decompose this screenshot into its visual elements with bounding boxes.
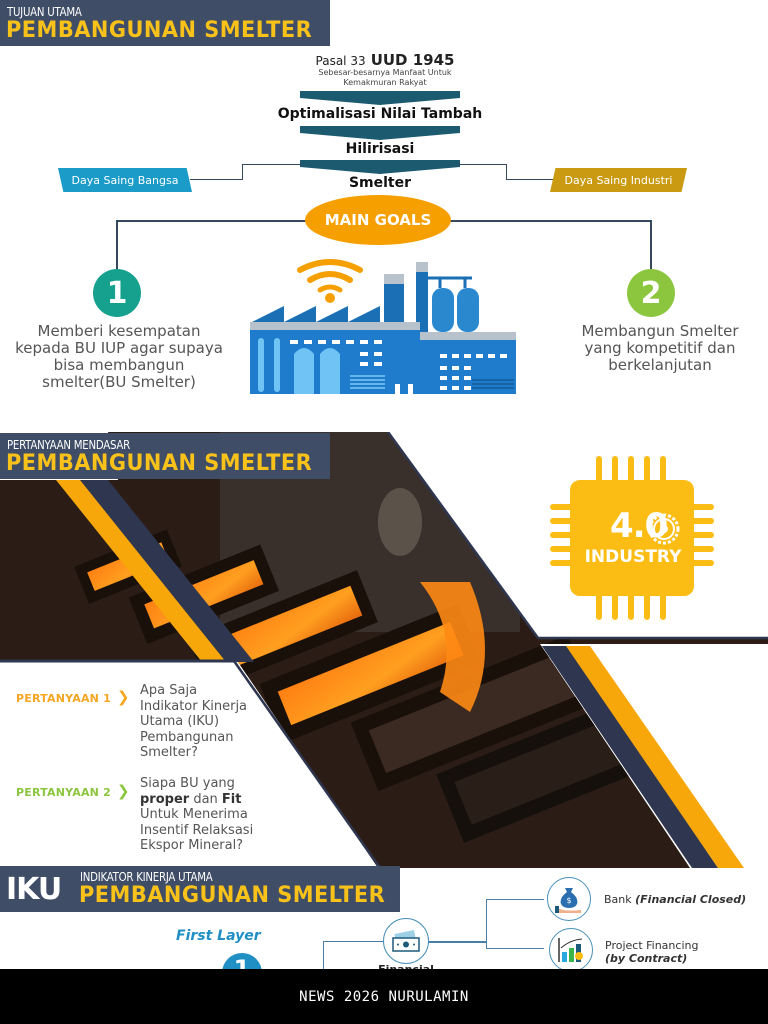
connector-right-v xyxy=(506,164,507,180)
connector-left-h2 xyxy=(242,164,302,165)
cash-icon xyxy=(392,930,420,952)
chevron-arrow-3 xyxy=(300,160,460,174)
industry-4-chip-icon: 4.0 INDUSTRY xyxy=(548,452,716,622)
project-financing-detail: (by Contract) xyxy=(605,952,688,965)
bank-node: $ xyxy=(547,877,591,921)
pasal-prefix: Pasal 33 xyxy=(315,54,366,68)
tag-daya-saing-industri: Daya Saing Industri xyxy=(550,168,687,192)
section1-header-subtitle: TUJUAN UTAMA xyxy=(7,5,82,19)
first-layer-label: First Layer xyxy=(176,928,261,944)
goal-1-text: Memberi kesempatan kepada BU IUP agar su… xyxy=(5,323,233,391)
factory-wifi-icon xyxy=(250,258,518,394)
project-financing-title: Project Financing xyxy=(605,939,699,952)
question-1-label: PERTANYAAN 1 ❯ xyxy=(16,688,130,706)
iku-prefix: IKU xyxy=(6,872,62,907)
connector-right-h1 xyxy=(458,164,506,165)
goal-2-line: berkelanjutan xyxy=(608,356,712,374)
pasal-subtitle-line1: Sebesar-besarnya Manfaat Untuk xyxy=(318,68,452,77)
question-2-label: PERTANYAAN 2 ❯ xyxy=(16,782,130,800)
main-goals-badge: MAIN GOALS xyxy=(305,195,451,245)
flow-step-hilirisasi: Hilirisasi xyxy=(345,141,415,157)
industry-label: INDUSTRY xyxy=(584,547,682,567)
section3-header-subtitle: INDIKATOR KINERJA UTAMA xyxy=(80,870,213,884)
footer-bar: NEWS 2026 NURULAMIN xyxy=(0,969,768,1024)
pasal-subtitle-line2: Kemakmuran Rakyat xyxy=(343,78,427,87)
emphasis-proper: proper xyxy=(140,791,190,807)
goals-bracket-right xyxy=(650,220,652,270)
question-1-line: Smelter? xyxy=(140,745,198,760)
pasal-subtitle: Sebesar-besarnya Manfaat Untuk Kemakmura… xyxy=(260,68,510,88)
question-1-line: Apa Saja xyxy=(140,683,198,698)
section1-header: TUJUAN UTAMA PEMBANGUNAN SMELTER xyxy=(0,0,330,46)
question-1-line: Pembangunan xyxy=(140,729,234,745)
bank-node-label: Bank (Financial Closed) xyxy=(604,893,746,906)
section1-header-title: PEMBANGUNAN SMELTER xyxy=(6,18,313,43)
tag-daya-saing-industri-label: Daya Saing Industri xyxy=(564,173,673,187)
section2-header-subtitle: PERTANYAAN MENDASAR xyxy=(7,438,130,452)
molten-metal-photo xyxy=(0,432,768,868)
question-2-line: Insentif Relaksasi xyxy=(140,822,254,838)
emphasis-fit: Fit xyxy=(221,791,242,807)
question-1-line: Utama (IKU) xyxy=(140,714,220,729)
pasal-heading: Pasal 33 UUD 1945 xyxy=(260,50,510,69)
goal-1-number-text: 1 xyxy=(106,275,128,311)
question-2-line: Ekspor Mineral? xyxy=(140,838,244,853)
chevron-right-icon: ❯ xyxy=(116,688,130,706)
flow-step-smelter: Smelter xyxy=(348,175,412,191)
chevron-arrow-1 xyxy=(300,91,460,105)
goal-2-line: Membangun Smelter xyxy=(581,322,739,340)
industry-number: 4.0 xyxy=(610,506,668,546)
bank-label-detail: (Financial Closed) xyxy=(635,893,747,906)
goal-2-number-text: 2 xyxy=(640,275,662,311)
goal-1-line: bisa membangun xyxy=(53,356,185,374)
tag-daya-saing-bangsa-label: Daya Saing Bangsa xyxy=(71,173,179,187)
question-1-label-text: PERTANYAAN 1 xyxy=(16,692,111,705)
tree-connector-branch xyxy=(486,899,544,949)
goal-1-line: Memberi kesempatan xyxy=(37,322,201,340)
goal-1-number: 1 xyxy=(93,269,141,317)
connector-left-h1 xyxy=(190,179,243,180)
flow-step-optimalisasi: Optimalisasi Nilai Tambah xyxy=(277,106,483,122)
tag-daya-saing-bangsa: Daya Saing Bangsa xyxy=(58,168,192,192)
question-1-line: Indikator Kinerja xyxy=(140,698,248,714)
question-2-text: Siapa BU yang proper dan Fit Untuk Mener… xyxy=(140,776,280,854)
question-2-label-text: PERTANYAAN 2 xyxy=(16,786,111,799)
goal-2-line: yang kompetitif dan xyxy=(584,339,736,357)
bank-label: Bank xyxy=(604,893,632,906)
goal-2-number: 2 xyxy=(627,269,675,317)
question-1-text: Apa Saja Indikator Kinerja Utama (IKU) P… xyxy=(140,683,270,761)
main-goals-label: MAIN GOALS xyxy=(324,211,432,229)
financial-node xyxy=(383,918,429,964)
footer-text: NEWS 2026 NURULAMIN xyxy=(299,988,469,1005)
goal-1-line: smelter(BU Smelter) xyxy=(42,373,196,391)
goal-2-text: Membangun Smelter yang kompetitif dan be… xyxy=(560,323,760,374)
tree-connector-left xyxy=(323,941,385,981)
svg-text:$: $ xyxy=(566,896,571,905)
chevron-right-icon: ❯ xyxy=(116,782,130,800)
goal-1-line: kepada BU IUP agar supaya xyxy=(15,339,223,357)
tree-connector-mid xyxy=(428,941,486,943)
question-2-line: Untuk Menerima xyxy=(140,807,248,822)
pasal-bold: UUD 1945 xyxy=(370,51,455,69)
connector-right-h2 xyxy=(506,179,554,180)
project-financing-label: Project Financing (by Contract) xyxy=(605,939,698,965)
section3-header-title: PEMBANGUNAN SMELTER xyxy=(79,883,386,908)
connector-left-v xyxy=(242,164,243,180)
section2-header-title: PEMBANGUNAN SMELTER xyxy=(6,451,313,476)
section2-header: PERTANYAAN MENDASAR PEMBANGUNAN SMELTER xyxy=(0,433,330,479)
chevron-arrow-2 xyxy=(300,126,460,140)
section3-header: IKU INDIKATOR KINERJA UTAMA PEMBANGUNAN … xyxy=(0,866,400,912)
question-2-line-emphasis: proper dan Fit xyxy=(140,792,280,808)
connector-word: dan xyxy=(189,791,222,807)
money-bag-hand-icon: $ xyxy=(555,888,581,913)
question-2-line: Siapa BU yang xyxy=(140,776,235,791)
growth-chart-icon xyxy=(558,938,583,962)
project-financing-node xyxy=(549,928,593,972)
goals-bracket-left xyxy=(116,220,118,270)
